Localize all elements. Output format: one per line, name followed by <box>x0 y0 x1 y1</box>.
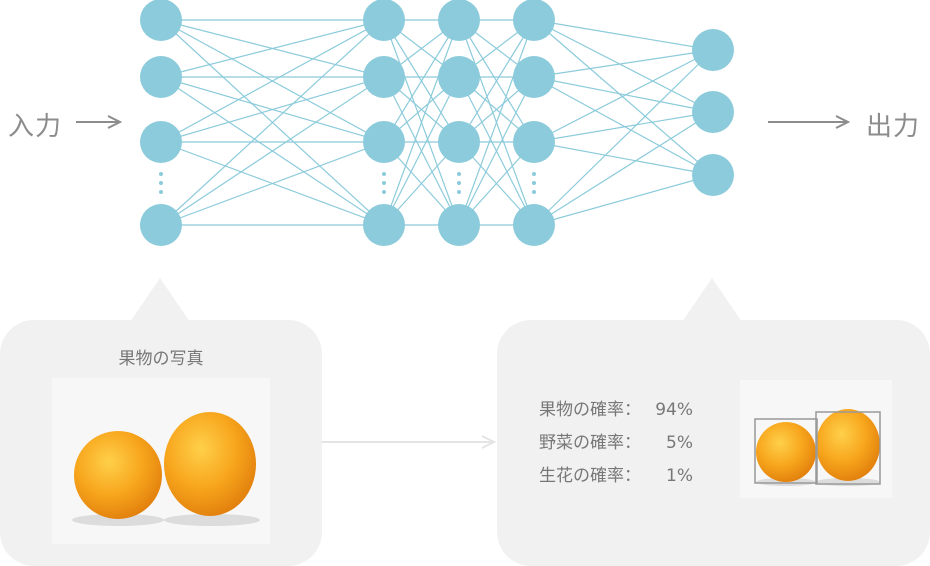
network-node <box>363 121 405 163</box>
ellipsis-dot <box>457 172 461 176</box>
network-node <box>363 56 405 98</box>
network-edge <box>160 19 385 78</box>
network-node <box>140 204 182 246</box>
network-edge <box>160 19 385 226</box>
network-edge <box>160 76 385 226</box>
ellipsis-dot <box>159 190 163 194</box>
detected-orange-image <box>754 409 881 486</box>
orange-right <box>816 409 880 481</box>
network-ellipsis <box>159 172 536 194</box>
network-edge <box>533 19 714 176</box>
prob-row-fruit: 果物の確率：94% <box>539 400 693 420</box>
network-node <box>140 0 182 41</box>
network-node <box>140 121 182 163</box>
output-label: 出力 <box>866 112 921 142</box>
probability-list: 果物の確率：94% 野菜の確率：5% 生花の確率：1% <box>539 394 693 493</box>
network-node <box>513 204 555 246</box>
network-edge <box>160 141 385 226</box>
prob-row-flower: 生花の確率：1% <box>539 466 693 486</box>
network-edge <box>160 76 385 143</box>
network-edge <box>533 49 714 78</box>
network-edge <box>533 111 714 226</box>
orange-left <box>756 422 816 482</box>
output-arrow-head <box>835 115 851 129</box>
ellipsis-dot <box>457 181 461 185</box>
network-nodes <box>140 0 734 246</box>
network-node <box>513 56 555 98</box>
detected-photo <box>740 380 892 498</box>
ellipsis-dot <box>532 181 536 185</box>
ellipsis-dot <box>159 181 163 185</box>
network-edge <box>533 141 714 176</box>
orange-image <box>72 412 260 526</box>
network-node <box>363 204 405 246</box>
input-arrow-head <box>107 115 123 129</box>
ellipsis-dot <box>457 190 461 194</box>
input-bubble-pointer <box>130 278 190 322</box>
ellipsis-dot <box>382 172 386 176</box>
network-edge <box>533 49 714 226</box>
network-edge <box>533 76 714 113</box>
network-edge <box>533 76 714 176</box>
orange-right <box>164 412 256 516</box>
network-edge <box>160 19 385 143</box>
neural-network-diagram <box>76 0 851 246</box>
output-bubble-pointer <box>682 278 742 322</box>
network-edge <box>383 76 460 226</box>
fruit-photo <box>52 378 270 544</box>
output-node <box>692 91 734 133</box>
output-node <box>692 154 734 196</box>
network-edge <box>533 49 714 143</box>
ellipsis-dot <box>532 190 536 194</box>
network-edge <box>383 19 460 143</box>
bubble-pointers <box>130 278 742 322</box>
ellipsis-dot <box>159 172 163 176</box>
network-edge <box>533 174 714 226</box>
network-node <box>363 0 405 41</box>
network-node <box>438 0 480 41</box>
prob-row-vegetable: 野菜の確率：5% <box>539 433 693 453</box>
network-node <box>513 0 555 41</box>
network-edge <box>458 76 535 226</box>
network-node <box>438 56 480 98</box>
network-node <box>513 121 555 163</box>
network-node <box>438 121 480 163</box>
network-edge <box>533 19 714 113</box>
ellipsis-dot <box>382 181 386 185</box>
ellipsis-dot <box>532 172 536 176</box>
ellipsis-dot <box>382 190 386 194</box>
network-edges <box>160 19 714 226</box>
network-node <box>438 204 480 246</box>
output-node <box>692 29 734 71</box>
network-node <box>140 56 182 98</box>
photo-title: 果物の写真 <box>118 349 204 369</box>
flow-arrow <box>322 435 497 449</box>
input-label: 入力 <box>8 112 63 142</box>
network-edge <box>533 111 714 143</box>
network-edge <box>458 19 535 226</box>
bounding-box-left <box>754 418 818 484</box>
network-edge <box>458 19 535 143</box>
network-edge <box>383 19 460 226</box>
network-edge <box>533 19 714 51</box>
bounding-box-right <box>815 411 881 485</box>
orange-left <box>74 431 162 519</box>
